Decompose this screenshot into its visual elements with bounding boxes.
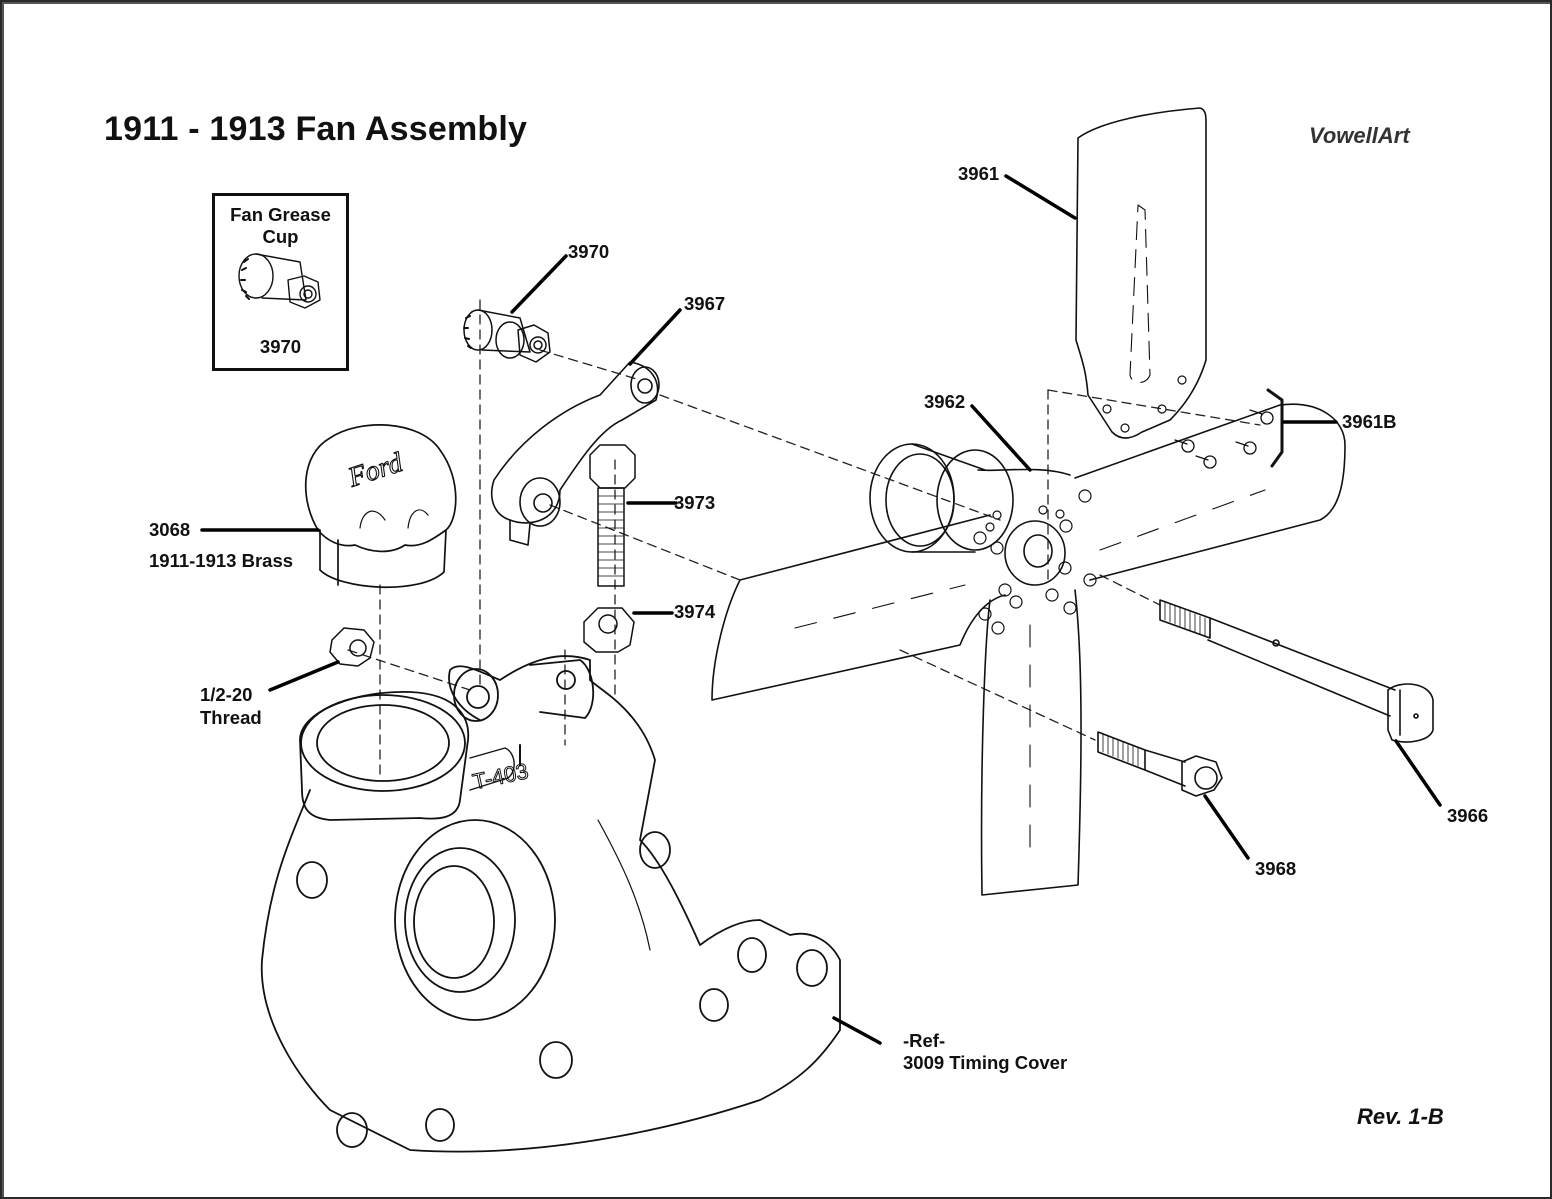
inset-heading-line2: Cup xyxy=(262,226,299,247)
callout-3961b: 3961B xyxy=(1342,411,1397,432)
ford-script-logo: Ford xyxy=(344,447,408,494)
callout-thread-label: Thread xyxy=(200,707,262,728)
fan-blades-drawing xyxy=(711,107,1346,896)
callout-ref: -Ref- xyxy=(903,1030,946,1051)
revision-label: Rev. 1-B xyxy=(1357,1104,1444,1129)
nut-3974-drawing xyxy=(583,607,635,653)
callout-3961: 3961 xyxy=(958,163,1000,184)
callout-3966: 3966 xyxy=(1447,805,1489,826)
fan-bracket-3967-drawing xyxy=(490,361,660,546)
half-inch-nut-drawing xyxy=(329,627,375,667)
inset-grease-cup-drawing xyxy=(238,253,321,309)
callout-3967: 3967 xyxy=(684,293,726,314)
callout-3962: 3962 xyxy=(924,391,966,412)
callout-3068-note: 1911-1913 Brass xyxy=(149,550,294,571)
casting-mark-t403: T-403 xyxy=(470,758,530,794)
brass-cap-3068-drawing xyxy=(304,424,457,588)
callout-3970: 3970 xyxy=(568,241,610,262)
callout-thread-size: 1/2-20 xyxy=(200,684,253,705)
brand-signature: VowellArt xyxy=(1309,123,1410,148)
callout-timing-cover: 3009 Timing Cover xyxy=(903,1052,1068,1073)
bolt-3968-drawing xyxy=(1097,731,1223,797)
grease-cup-3970-drawing xyxy=(463,309,551,363)
callout-3973: 3973 xyxy=(674,492,716,513)
leader-lines xyxy=(200,174,1442,1045)
callout-3968: 3968 xyxy=(1255,858,1297,879)
diagram-title: 1911 - 1913 Fan Assembly xyxy=(104,110,528,148)
callout-3068: 3068 xyxy=(149,519,191,540)
inset-heading-line1: Fan Grease xyxy=(230,204,331,225)
fan-shaft-3966-drawing xyxy=(1159,599,1434,743)
inset-box-grease-cup: Fan Grease Cup 3970 xyxy=(212,193,349,371)
timing-cover-3009-drawing xyxy=(260,655,841,1153)
inset-part-number: 3970 xyxy=(259,336,302,357)
bolt-3973-drawing xyxy=(589,444,636,587)
fan-pulley-3962-drawing xyxy=(869,443,1071,586)
callout-3974: 3974 xyxy=(674,601,716,622)
alignment-lines xyxy=(347,299,1261,781)
